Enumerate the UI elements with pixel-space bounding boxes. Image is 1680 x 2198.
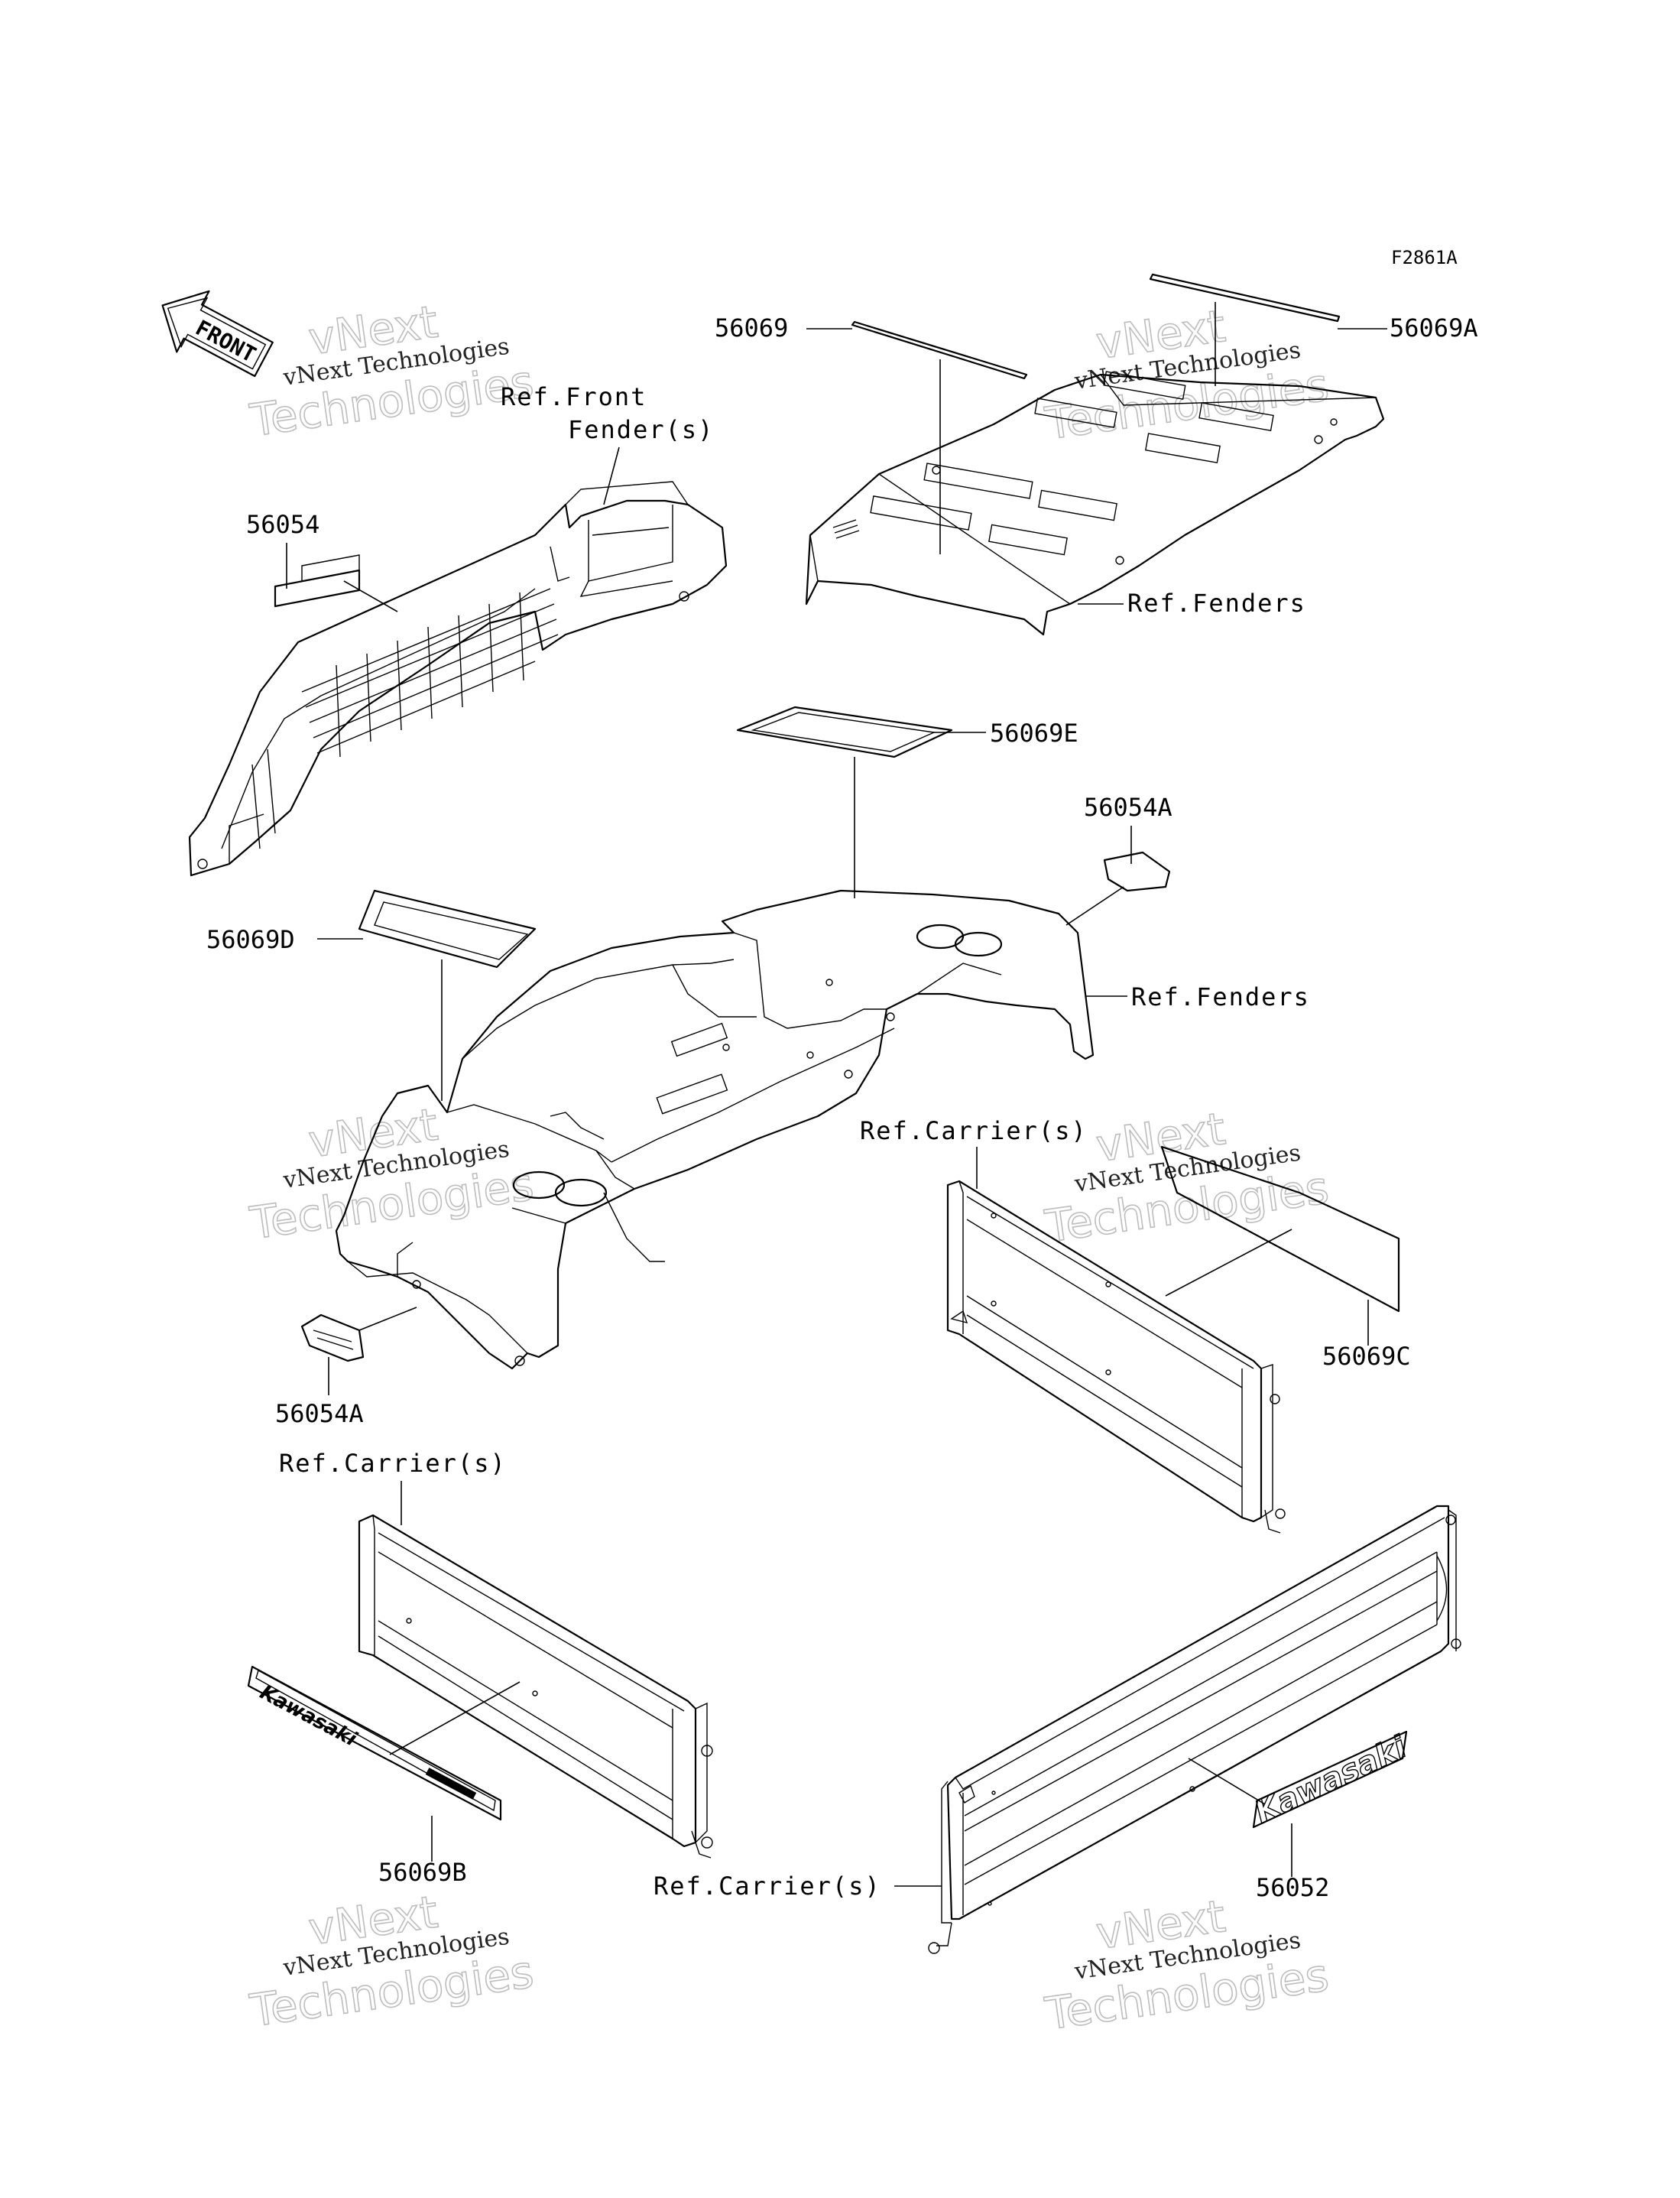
- vent-slots: [870, 371, 1274, 556]
- rear-fender-tub: [335, 889, 1095, 1370]
- ref-fenders-lower: Ref.Fenders: [1131, 982, 1310, 1011]
- ref-carrier-bottom: Ref.Carrier(s): [654, 1872, 881, 1901]
- decal-56069A: [1149, 273, 1341, 323]
- leader-56069C-b: [1165, 1229, 1292, 1297]
- part-56054A-lower-label: 56054A: [275, 1399, 364, 1428]
- part-56052-label: 56052: [1256, 1873, 1329, 1902]
- decal-56069D: [358, 889, 537, 969]
- ref-front-fender-line2: Fender(s): [568, 415, 714, 444]
- decal-56054: [274, 554, 361, 608]
- leader-56054-b: [343, 580, 398, 612]
- grille-patch: [832, 519, 860, 539]
- cup-holder: [512, 1170, 566, 1200]
- ref-fenders-upper: Ref.Fenders: [1127, 589, 1306, 618]
- part-56069-label: 56069: [715, 313, 788, 343]
- part-56054-label: 56054: [246, 510, 319, 539]
- part-56069E-label: 56069E: [990, 719, 1078, 748]
- ref-carrier-left: Ref.Carrier(s): [279, 1449, 507, 1478]
- cup-holder: [954, 931, 1003, 957]
- leader-56054A-upper-b: [1065, 886, 1124, 926]
- top-cover-fender: [805, 371, 1385, 636]
- grille-slots: [251, 588, 559, 849]
- part-56069C-label: 56069C: [1322, 1342, 1411, 1371]
- front-label: FRONT: [191, 315, 260, 368]
- leader-56054A-lower-b: [358, 1307, 417, 1331]
- watermark-bottom-left: vNext vNext Technologies Technologies: [246, 1885, 537, 2037]
- carrier-tailgate: [928, 1505, 1461, 1954]
- leader-56069B-b: [389, 1681, 521, 1755]
- decal-56054A-lower: [300, 1313, 365, 1362]
- part-56069D-label: 56069D: [206, 925, 295, 954]
- leader-56052-b: [1188, 1758, 1266, 1805]
- watermark-mid-right: vNext vNext Technologies Technologies: [1041, 1102, 1332, 1253]
- decal-56069E: [736, 706, 953, 758]
- decal-56069C: [1160, 1145, 1400, 1313]
- cup-holder: [554, 1178, 608, 1207]
- ref-carrier-mid: Ref.Carrier(s): [860, 1116, 1088, 1145]
- ref-front-fender-line1: Ref.Front: [501, 382, 647, 411]
- decal-56069: [851, 320, 1028, 380]
- front-arrow-icon: FRONT: [161, 290, 274, 378]
- decal-56054A-upper: [1103, 851, 1171, 892]
- carrier-gate-mid: [946, 1180, 1286, 1534]
- part-56069B-label: 56069B: [378, 1858, 467, 1887]
- carrier-gate-left: [358, 1514, 713, 1859]
- watermark-top-right: vNext vNext Technologies Technologies: [1041, 299, 1332, 450]
- leader-ref-front-fender: [603, 446, 620, 505]
- part-56054A-upper-label: 56054A: [1084, 793, 1172, 822]
- figure-code: F2861A: [1391, 247, 1458, 268]
- decal-56069B: Kawasaki: [247, 1665, 502, 1821]
- watermark-top-left: vNext vNext Technologies Technologies: [246, 295, 537, 447]
- front-fender-grille: [188, 481, 728, 877]
- part-56069A-label: 56069A: [1390, 313, 1478, 343]
